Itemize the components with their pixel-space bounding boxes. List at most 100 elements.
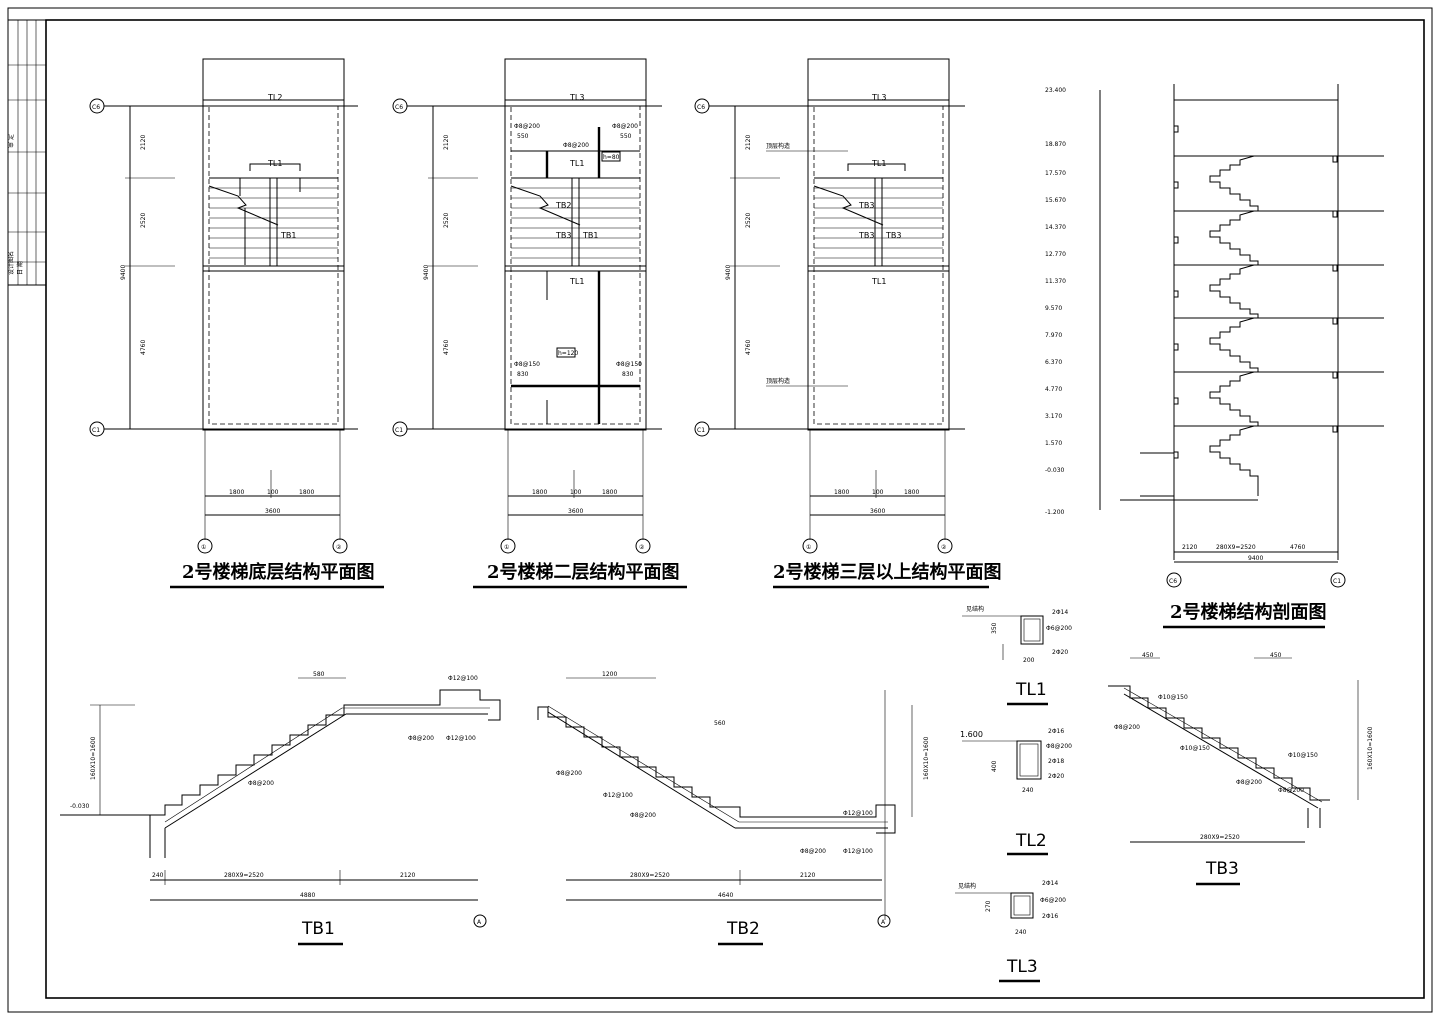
section-dim-2: 280X9=2520: [1216, 544, 1256, 551]
plan3-beam-tl1-b: TL1: [871, 277, 886, 286]
title-block-cell-3: 日 期: [16, 261, 24, 275]
section-elev-10: 6.370: [1045, 359, 1062, 366]
plan1-grid-right: ②: [336, 544, 342, 551]
plan3-slab-tb3-a: TB3: [858, 201, 874, 210]
tb2-note-5: Φ8@200: [630, 812, 656, 819]
tb3-note-6: Φ10@150: [1288, 752, 1318, 759]
tb1-note-7: 160X10=1600: [90, 736, 97, 780]
section-grid-left: C6: [1169, 578, 1177, 585]
section-elev-11: 4.770: [1045, 386, 1062, 393]
plan3-dim-h4: 3600: [870, 508, 885, 515]
plan2-title: 2号楼梯二层结构平面图: [487, 561, 680, 583]
tb1-dim-3: 2120: [400, 872, 415, 879]
tl1-note-5: 350: [991, 622, 998, 634]
tl2-note-6: 400: [991, 760, 998, 772]
tl3-label: TL3: [1006, 957, 1038, 977]
plan2-grid-left: ①: [504, 544, 509, 551]
plan1-title: 2号楼梯底层结构平面图: [182, 561, 375, 583]
tl2-note-5: 2Φ20: [1048, 773, 1064, 780]
section-dim-3: 4760: [1290, 544, 1305, 551]
plan3-dim-v1: 2120: [745, 135, 752, 150]
plan1-slab-tb1: TB1: [280, 231, 296, 240]
section-title: 2号楼梯结构剖面图: [1170, 601, 1327, 623]
tb1-grid: A: [477, 919, 482, 926]
section-elev-5: 14.370: [1045, 224, 1066, 231]
plan2-slab-tb3: TB3: [555, 231, 571, 240]
tb2-note-4: Φ12@100: [603, 792, 633, 799]
section-elev-7: 11.370: [1045, 278, 1066, 285]
plan2-grid-bot: C1: [395, 427, 403, 434]
detail-tl1: 见结构 2Φ14 Φ6@200 2Φ20 350 200 TL1: [962, 605, 1072, 706]
section-elev-2: 18.870: [1045, 141, 1066, 148]
plan2-note-4: Φ8@200: [612, 123, 638, 130]
section-elev-12: 3.170: [1045, 413, 1062, 420]
section-elev-14: -0.030: [1045, 467, 1065, 474]
detail-tl3: 见结构 2Φ14 Φ6@200 2Φ16 270 240 TL3: [955, 880, 1066, 983]
plan3-grid-left: ①: [806, 544, 811, 551]
tb3-dim-1: 280X9=2520: [1200, 834, 1240, 841]
tl2-label: TL2: [1015, 831, 1047, 851]
plan2-slab-tb1: TB1: [582, 231, 598, 240]
tb2-note-9: 160X10=1600: [923, 736, 930, 780]
section-elev-8: 9.570: [1045, 305, 1062, 312]
tb1-note-5: Φ8@200: [248, 780, 274, 787]
plan2-dim-v2: 2520: [443, 213, 450, 228]
plan3-dim-h3: 1800: [904, 489, 919, 496]
tb3-note-4: Φ8@200: [1114, 724, 1140, 731]
tb1-note-3: Φ8@200: [408, 735, 434, 742]
plan3-dim-v4: 9400: [725, 265, 732, 280]
title-block: 审 定 设计图名 日 期: [7, 19, 47, 286]
tb2-label: TB2: [726, 919, 760, 939]
tl1-note-1: 见结构: [966, 605, 984, 613]
plan1-dim-h1: 1800: [229, 489, 244, 496]
plan2-note-5: h=80: [603, 154, 620, 161]
plan1-dim-h4: 3600: [265, 508, 280, 515]
plan3-grid-right: ②: [941, 544, 947, 551]
plan3-dim-v3: 4760: [745, 340, 752, 355]
tb1-note-2: Φ12@100: [448, 675, 478, 682]
tb2-grid: A: [881, 919, 886, 926]
plan3-beam-tl1-a: TL1: [871, 159, 886, 168]
plan2-dim-v4: 9400: [423, 265, 430, 280]
tb3-note-8: Φ8@200: [1278, 787, 1304, 794]
tl3-note-6: 240: [1015, 929, 1027, 936]
tb3-note-2: 450: [1270, 652, 1282, 659]
tl3-note-1: 见结构: [958, 882, 976, 890]
tb2-note-8: Φ12@100: [843, 848, 873, 855]
plan3-dim-h1: 1800: [834, 489, 849, 496]
tb3-note-9: 160X10=1600: [1367, 726, 1374, 770]
tl2-note-7: 240: [1022, 787, 1034, 794]
plan1-grid-bot: C1: [92, 427, 100, 434]
tl3-note-4: 2Φ16: [1042, 913, 1058, 920]
plan3-dim-v2: 2520: [745, 213, 752, 228]
plan3-beam-tl3: TL3: [871, 93, 886, 102]
tl2-note-4: 2Φ18: [1048, 758, 1064, 765]
plan3-note-2: 顶层构造: [766, 377, 790, 385]
title-block-cell-1: 审 定: [7, 134, 15, 148]
tl3-note-5: 270: [985, 900, 992, 912]
tb2-note-7: Φ8@200: [800, 848, 826, 855]
section-elev-15: -1.200: [1045, 509, 1065, 516]
plan1-dim-v3: 4760: [140, 340, 147, 355]
plan2-note-7: h=120: [558, 350, 578, 357]
detail-tb1: 240 280X9=2520 2120 4880 580 Φ12@100 Φ8@…: [60, 671, 501, 946]
tb1-note-4: Φ12@100: [446, 735, 476, 742]
plan1-beam-tl2: TL2: [267, 93, 282, 102]
plan2-dim-v1: 2120: [443, 135, 450, 150]
section-view: 23.400 18.870 17.570 15.670 14.370 12.77…: [1045, 84, 1384, 629]
detail-tb3: 280X9=2520 450 450 Φ10@150 Φ8@200 Φ10@15…: [1108, 652, 1374, 886]
plan2-grid-top: C6: [395, 104, 403, 111]
tb2-note-3: Φ8@200: [556, 770, 582, 777]
plan-second-floor: C6 C1 TL3 TL1 TL1 TB2 TB3 TB1 Φ8@200 55: [392, 58, 687, 589]
tb2-note-6: Φ12@100: [843, 810, 873, 817]
tl1-note-6: 200: [1023, 657, 1035, 664]
plan2-note-8: Φ8@150: [514, 361, 540, 368]
tl2-note-1: 1.600: [960, 730, 983, 739]
tb3-note-1: 450: [1142, 652, 1154, 659]
plan2-beam-tl1-b: TL1: [569, 277, 584, 286]
sheet-outer-border: [7, 7, 1433, 1013]
plan1-grid-left: ①: [201, 544, 206, 551]
plan1-dim-h3: 1800: [299, 489, 314, 496]
